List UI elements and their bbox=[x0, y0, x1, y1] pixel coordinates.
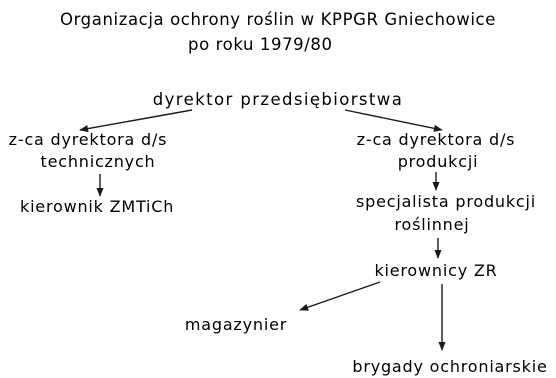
node-director: dyrektor przedsiębiorstwa bbox=[153, 90, 403, 109]
node-warehouseman: magazynier bbox=[185, 315, 287, 334]
node-zmtich-manager: kierownik ZMTiCh bbox=[20, 197, 174, 216]
edge-zr-managers-to-warehouseman bbox=[299, 281, 381, 311]
edge-director-to-deputy-production bbox=[344, 109, 443, 132]
chart-title: Organizacja ochrony roślin w KPPGR Gniec… bbox=[60, 10, 496, 54]
node-plant-specialist-line-1: specjalista produkcji bbox=[356, 192, 536, 211]
node-deputy-production-line-2: produkcji bbox=[398, 152, 479, 171]
title-line-2: po roku 1979/80 bbox=[188, 35, 333, 54]
node-deputy-production-line-1: z-ca dyrektora d/s bbox=[357, 130, 516, 149]
node-deputy-technical-line-2: technicznych bbox=[41, 152, 156, 171]
node-spray-brigades: brygady ochroniarskie bbox=[352, 357, 547, 376]
node-deputy-technical-line-1: z-ca dyrektora d/s bbox=[9, 130, 168, 149]
title-line-1: Organizacja ochrony roślin w KPPGR Gniec… bbox=[60, 10, 496, 29]
node-zr-managers: kierownicy ZR bbox=[374, 261, 497, 280]
node-plant-specialist-line-2: roślinnej bbox=[394, 215, 469, 234]
edge-director-to-deputy-technical bbox=[79, 109, 193, 133]
